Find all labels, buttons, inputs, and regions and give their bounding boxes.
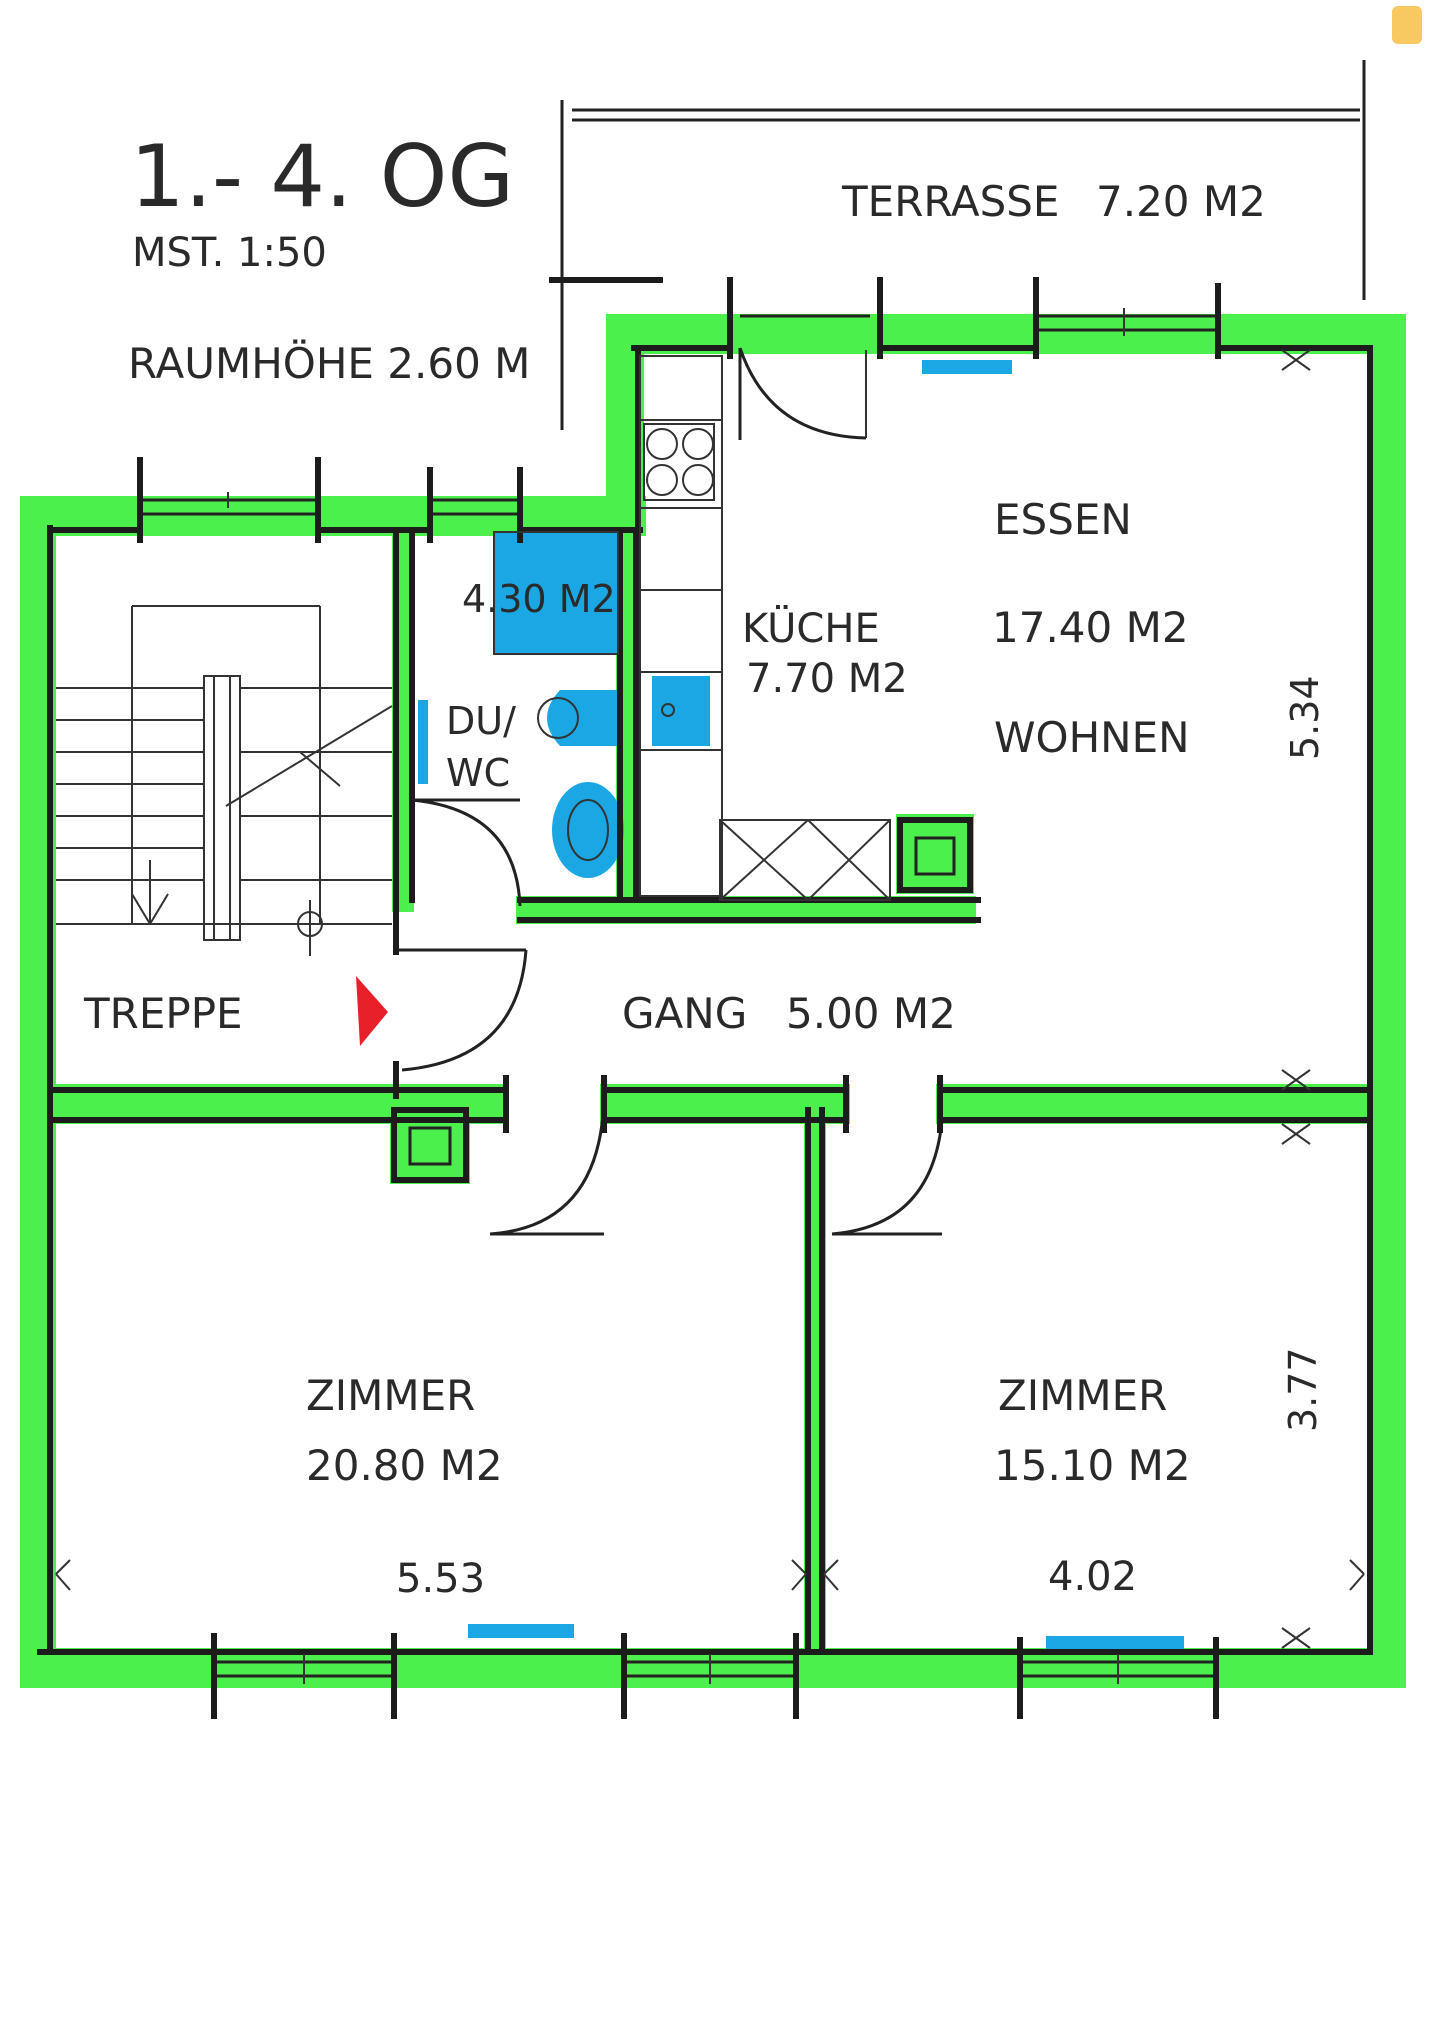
dimension-marks (55, 349, 1365, 1649)
living-name-bottom: WOHNEN (994, 713, 1190, 762)
entry-arrow-icon (356, 976, 388, 1046)
kitchen-area: 7.70 M2 (746, 656, 908, 702)
terrace-name: TERRASSE (841, 177, 1059, 226)
windows (137, 277, 1221, 1719)
fixtures (418, 360, 1184, 1650)
room-right-window-sill (1046, 1636, 1184, 1650)
room-right-area: 15.10 M2 (994, 1441, 1191, 1490)
plan-scale: MST. 1:50 (132, 230, 327, 276)
toilet (547, 690, 618, 746)
living-dimension: 5.34 (1283, 675, 1327, 760)
doors (393, 347, 944, 1236)
bath-name-line1: DU/ (446, 699, 516, 743)
room-left-name: ZIMMER (306, 1371, 475, 1420)
terrace-area: 7.20 M2 (1096, 177, 1266, 226)
room-left-width: 5.53 (396, 1556, 485, 1602)
room-left-window-sill (468, 1624, 574, 1638)
plan-title: 1.- 4. OG (130, 127, 514, 227)
corner-note-mark (1392, 6, 1422, 44)
bath-window-sill (418, 700, 428, 784)
ceiling-height: RAUMHÖHE 2.60 M (128, 338, 530, 388)
bath-name-line2: WC (446, 751, 510, 795)
bath-fittings (493, 531, 619, 861)
living-name-top: ESSEN (994, 495, 1132, 544)
bath-area: 4.30 M2 (462, 577, 616, 621)
room-right-width: 4.02 (1048, 1554, 1137, 1600)
stairs-name: TREPPE (83, 989, 243, 1038)
hall-name: GANG (622, 989, 747, 1038)
shower-tray (494, 532, 618, 654)
staircase (56, 605, 393, 956)
kitchen-window-sill (922, 360, 1012, 374)
terrace-outline (549, 60, 1366, 430)
room-right-dimension: 3.77 (1281, 1347, 1325, 1432)
kitchen-sink (652, 676, 710, 746)
washbasin (552, 782, 624, 878)
kitchen-name: KÜCHE (742, 604, 880, 652)
hall-area: 5.00 M2 (786, 989, 956, 1038)
room-left-area: 20.80 M2 (306, 1441, 503, 1490)
kitchen-fittings (639, 355, 891, 901)
living-area: 17.40 M2 (992, 603, 1189, 652)
room-right-name: ZIMMER (998, 1371, 1167, 1420)
